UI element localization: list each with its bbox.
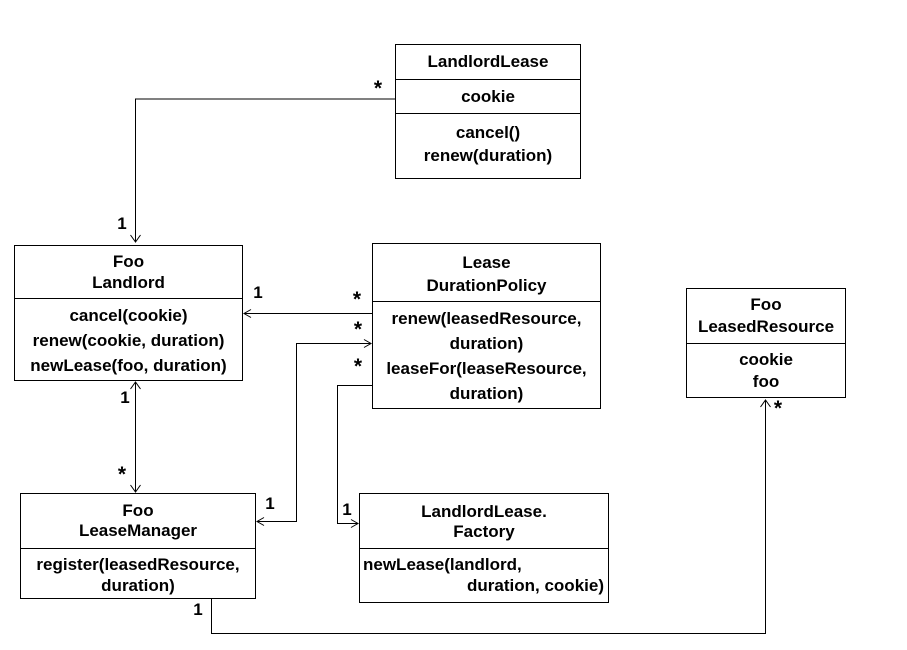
class-box-landlordlease: LandlordLease cookie cancel() renew(dura… <box>395 44 581 179</box>
class-name: Lease <box>462 253 511 272</box>
method: duration) <box>449 384 524 403</box>
multiplicity-label: 1 <box>117 214 127 233</box>
class-box-landlordlease-factory: LandlordLease. Factory newLease(landlord… <box>359 493 609 603</box>
method: newLease(landlord, <box>363 555 522 574</box>
class-name: LandlordLease <box>427 52 549 71</box>
method: renew(duration) <box>423 146 553 165</box>
association-durationpolicy-leasemanager <box>255 339 373 526</box>
multiplicity-label: * <box>353 318 363 341</box>
arrowhead-left-icon <box>242 309 252 318</box>
arrowhead-down-icon <box>130 484 141 493</box>
class-name-compartment: Lease DurationPolicy <box>373 244 600 301</box>
method: renew(leasedResource, <box>391 309 582 328</box>
class-box-durationpolicy: Lease DurationPolicy renew(leasedResourc… <box>372 243 601 409</box>
association-landlordlease-landlord <box>130 98 395 243</box>
methods-compartment: cancel(cookie) renew(cookie, duration) n… <box>15 298 242 380</box>
method: register(leasedResource, <box>36 555 240 574</box>
multiplicity-label: 1 <box>253 283 263 302</box>
arrowhead-up-icon <box>130 381 141 390</box>
class-name-compartment: Foo Landlord <box>15 246 242 298</box>
class-name: DurationPolicy <box>426 276 547 295</box>
attribute: foo <box>752 372 780 391</box>
method: duration, cookie) <box>467 576 604 595</box>
class-name-compartment: Foo LeasedResource <box>687 289 845 343</box>
class-name-compartment: LandlordLease. Factory <box>360 494 608 548</box>
multiplicity-label: 1 <box>120 388 130 407</box>
arrowhead-down-icon <box>130 234 141 243</box>
multiplicity-label: * <box>373 77 383 100</box>
methods-compartment: cancel() renew(duration) <box>396 113 580 178</box>
class-box-leasemanager: Foo LeaseManager register(leasedResource… <box>20 493 256 599</box>
arrowhead-right-icon <box>350 519 360 528</box>
method: leaseFor(leaseResource, <box>386 359 587 378</box>
method: duration) <box>101 576 175 595</box>
method: cancel() <box>455 123 521 142</box>
multiplicity-label: 1 <box>193 600 203 619</box>
class-name: Foo <box>122 501 154 520</box>
association-landlord-leasemanager <box>130 381 141 493</box>
arrowhead-left-icon <box>255 517 265 526</box>
multiplicity-label: 1 <box>342 500 352 519</box>
attributes-compartment: cookie foo <box>687 343 845 397</box>
class-name-compartment: LandlordLease <box>396 45 580 79</box>
class-name: Foo <box>112 252 145 271</box>
class-name: LandlordLease. <box>421 502 547 521</box>
method: duration) <box>449 334 524 353</box>
attribute: cookie <box>739 350 793 369</box>
association-durationpolicy-landlord <box>242 309 372 318</box>
class-name-compartment: Foo LeaseManager <box>21 494 255 548</box>
attribute: cookie <box>461 87 515 106</box>
association-durationpolicy-factory <box>337 385 372 528</box>
attributes-compartment: cookie <box>396 79 580 113</box>
method: renew(cookie, duration) <box>32 331 225 350</box>
arrowhead-right-icon <box>363 339 373 348</box>
methods-compartment: newLease(landlord, duration, cookie) <box>360 548 608 602</box>
multiplicity-label: * <box>773 397 783 420</box>
multiplicity-label: * <box>353 355 363 378</box>
class-name: Foo <box>750 295 782 314</box>
multiplicity-label: * <box>117 463 127 486</box>
methods-compartment: renew(leasedResource, duration) leaseFor… <box>373 301 600 408</box>
class-name: LeaseManager <box>78 521 198 540</box>
multiplicity-label: 1 <box>265 494 275 513</box>
class-name: Landlord <box>92 273 165 292</box>
class-name: LeasedResource <box>697 317 835 336</box>
method: cancel(cookie) <box>69 306 188 325</box>
methods-compartment: register(leasedResource, duration) <box>21 548 255 598</box>
class-box-landlord: Foo Landlord cancel(cookie) renew(cookie… <box>14 245 243 381</box>
method: newLease(foo, duration) <box>30 356 227 375</box>
class-box-leasedresource: Foo LeasedResource cookie foo <box>686 288 846 398</box>
arrowhead-up-icon <box>760 399 771 408</box>
multiplicity-label: * <box>352 288 362 311</box>
association-leasemanager-leasedresource <box>211 399 771 634</box>
class-name: Factory <box>453 522 515 541</box>
